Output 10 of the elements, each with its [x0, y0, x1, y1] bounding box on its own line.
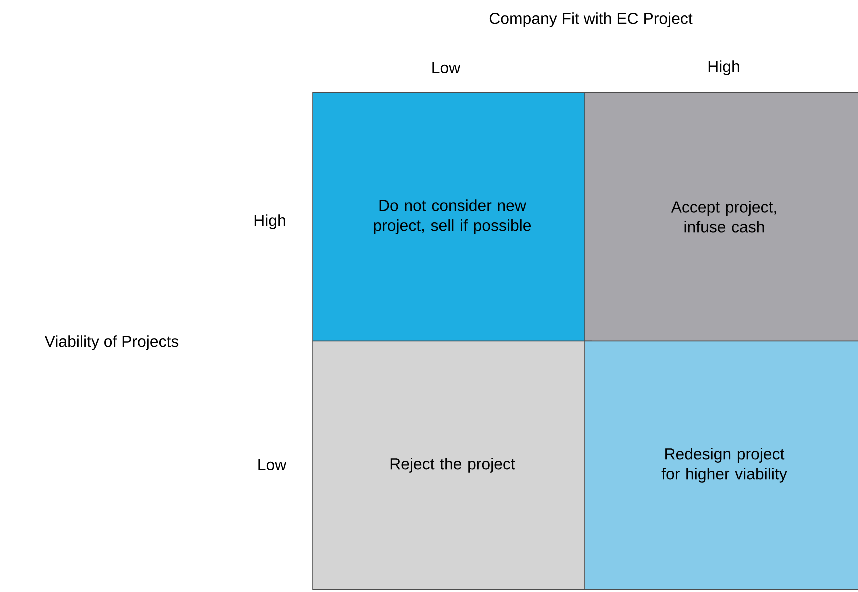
row-label: High [254, 214, 286, 230]
axis-title: Company Fit with EC Project [490, 12, 693, 28]
quadrant-box: Reject the project [312, 340, 592, 590]
quadrant-box: Accept project, infuse cash [584, 92, 858, 342]
quadrant-box: Do not consider new project, sell if possible [312, 92, 592, 342]
column-label: Low [432, 62, 461, 74]
column-label: High [708, 60, 740, 76]
quadrant-box: Redesign project for higher viability [584, 340, 858, 590]
axis-title: Viability of Projects [44, 336, 179, 350]
row-label: Low [258, 459, 287, 471]
